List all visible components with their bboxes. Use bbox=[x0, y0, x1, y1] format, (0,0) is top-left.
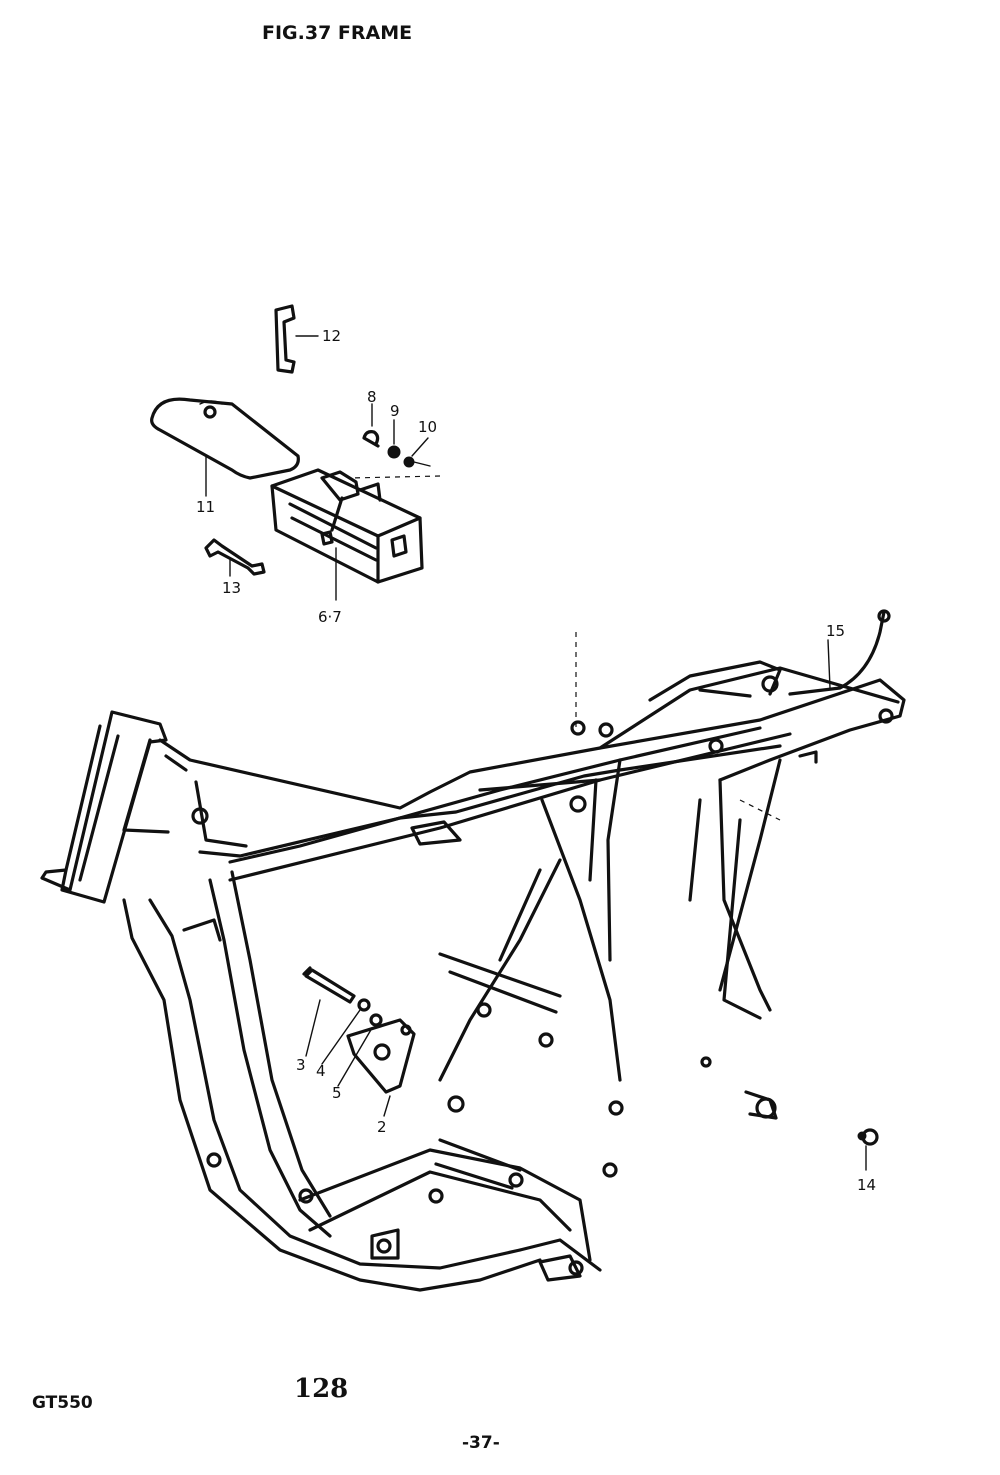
part-5-washer bbox=[369, 1013, 383, 1027]
part-11-cover-plate bbox=[150, 397, 300, 480]
part-10-screw bbox=[403, 456, 431, 468]
callout-6-7: 6·7 bbox=[318, 608, 342, 626]
part-8-clip bbox=[362, 430, 380, 448]
callout-14: 14 bbox=[857, 1176, 876, 1194]
catalog-page-number: 128 bbox=[294, 1374, 349, 1404]
part-12-bracket bbox=[274, 304, 296, 374]
callout-13: 13 bbox=[222, 579, 241, 597]
callout-10: 10 bbox=[418, 418, 437, 436]
callout-12: 12 bbox=[322, 327, 341, 345]
part-3-bolt bbox=[302, 966, 356, 1004]
callout-4: 4 bbox=[316, 1062, 326, 1080]
leader-lines bbox=[205, 335, 867, 1171]
callout-11: 11 bbox=[196, 498, 215, 516]
part-15-hook-rod bbox=[788, 609, 891, 696]
figure-title: FIG.37 FRAME bbox=[262, 22, 413, 44]
main-frame bbox=[40, 660, 906, 1292]
callout-9: 9 bbox=[390, 402, 400, 420]
part-13-wrench bbox=[204, 538, 266, 576]
model-code: GT550 bbox=[32, 1393, 93, 1413]
callout-2: 2 bbox=[377, 1118, 387, 1136]
callout-15: 15 bbox=[826, 622, 845, 640]
part-14-grommet bbox=[857, 1128, 879, 1146]
callout-labels: 12 8 9 10 11 13 6·7 15 3 4 5 2 14 bbox=[196, 327, 876, 1194]
part-9-nut bbox=[387, 445, 401, 459]
part-6-7-battery bbox=[270, 468, 424, 584]
part-2-bracket-plate bbox=[346, 1018, 416, 1094]
callout-8: 8 bbox=[367, 388, 377, 406]
sheet-number: -37- bbox=[462, 1433, 500, 1453]
callout-3: 3 bbox=[296, 1056, 306, 1074]
callout-5: 5 bbox=[332, 1084, 342, 1102]
part-4-washer bbox=[357, 998, 371, 1012]
